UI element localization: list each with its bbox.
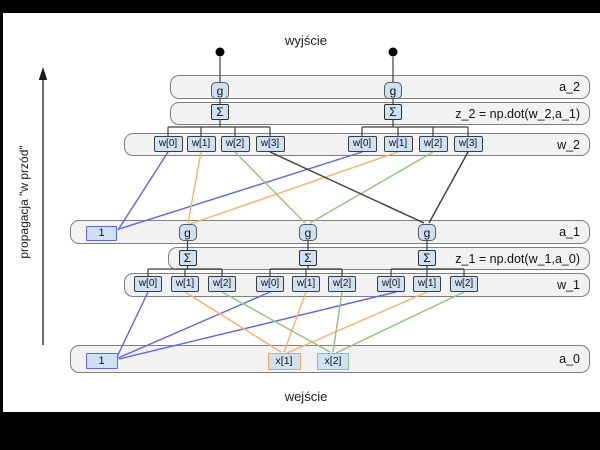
weight-node: w[0] xyxy=(256,276,284,292)
row-label-w_1: w_1 xyxy=(557,278,580,292)
sum-node: Σ xyxy=(211,104,229,120)
activation-g-node: g xyxy=(211,82,229,99)
row-label-a_2: a_2 xyxy=(559,80,580,94)
row-a_1: a_1 xyxy=(70,220,590,244)
x1-edges xyxy=(184,151,428,354)
sum-node: Σ xyxy=(418,250,436,266)
input-x2-node: x[2] xyxy=(317,353,349,370)
sum-node: Σ xyxy=(178,250,197,266)
arrow-up-icon xyxy=(38,67,48,80)
weight-node: w[0] xyxy=(347,136,377,152)
weight-node: w[0] xyxy=(134,276,162,292)
bias-node: 1 xyxy=(85,353,118,369)
row-a_2: a_2 xyxy=(170,75,590,99)
row-z_1: z_1 = np.dot(w_1,a_0) xyxy=(168,247,590,270)
output-dot-icon xyxy=(388,47,398,57)
weight-node: w[1] xyxy=(383,136,413,152)
sum-node: Σ xyxy=(384,104,402,120)
weight-node: w[2] xyxy=(208,276,236,292)
weight-node: w[1] xyxy=(413,276,441,292)
activation-g-node: g xyxy=(299,224,317,241)
row-label-w_2: w_2 xyxy=(557,137,580,152)
x2-edges xyxy=(221,151,465,354)
weight-node: w[2] xyxy=(450,276,478,292)
unit3-edges xyxy=(269,151,469,224)
output-title: wyjście xyxy=(285,33,327,48)
bias-edges xyxy=(116,151,397,360)
row-label-z_1: z_1 = np.dot(w_1,a_0) xyxy=(455,251,580,266)
row-label-a_0: a_0 xyxy=(559,352,580,366)
weight-node: w[3] xyxy=(453,136,483,152)
output-dot-icon xyxy=(215,47,225,57)
activation-g-node: g xyxy=(418,224,436,241)
weight-node: w[0] xyxy=(377,276,405,292)
sum-node: Σ xyxy=(299,250,317,266)
weight-node: w[1] xyxy=(186,136,216,152)
input-title: wejście xyxy=(284,389,328,404)
weight-node: w[2] xyxy=(220,136,250,152)
row-w_1: w_1 xyxy=(124,273,590,297)
input-x1-node: x[1] xyxy=(267,353,301,370)
bias-node: 1 xyxy=(86,226,117,241)
activation-g-node: g xyxy=(384,82,402,99)
row-label-a_1: a_1 xyxy=(559,225,580,239)
row-label-z_2: z_2 = np.dot(w_2,a_1) xyxy=(455,106,580,121)
forward-propagation-label: propagacja "w przód" xyxy=(17,145,31,259)
weight-node: w[2] xyxy=(328,276,356,292)
weight-node: w[0] xyxy=(153,136,183,152)
weight-node: w[3] xyxy=(255,136,285,152)
weight-node: w[1] xyxy=(292,276,320,292)
weight-node: w[2] xyxy=(418,136,448,152)
activation-g-node: g xyxy=(178,224,197,241)
structure-lines xyxy=(147,57,469,276)
row-z_2: z_2 = np.dot(w_2,a_1) xyxy=(170,102,590,125)
weight-node: w[1] xyxy=(171,276,199,292)
